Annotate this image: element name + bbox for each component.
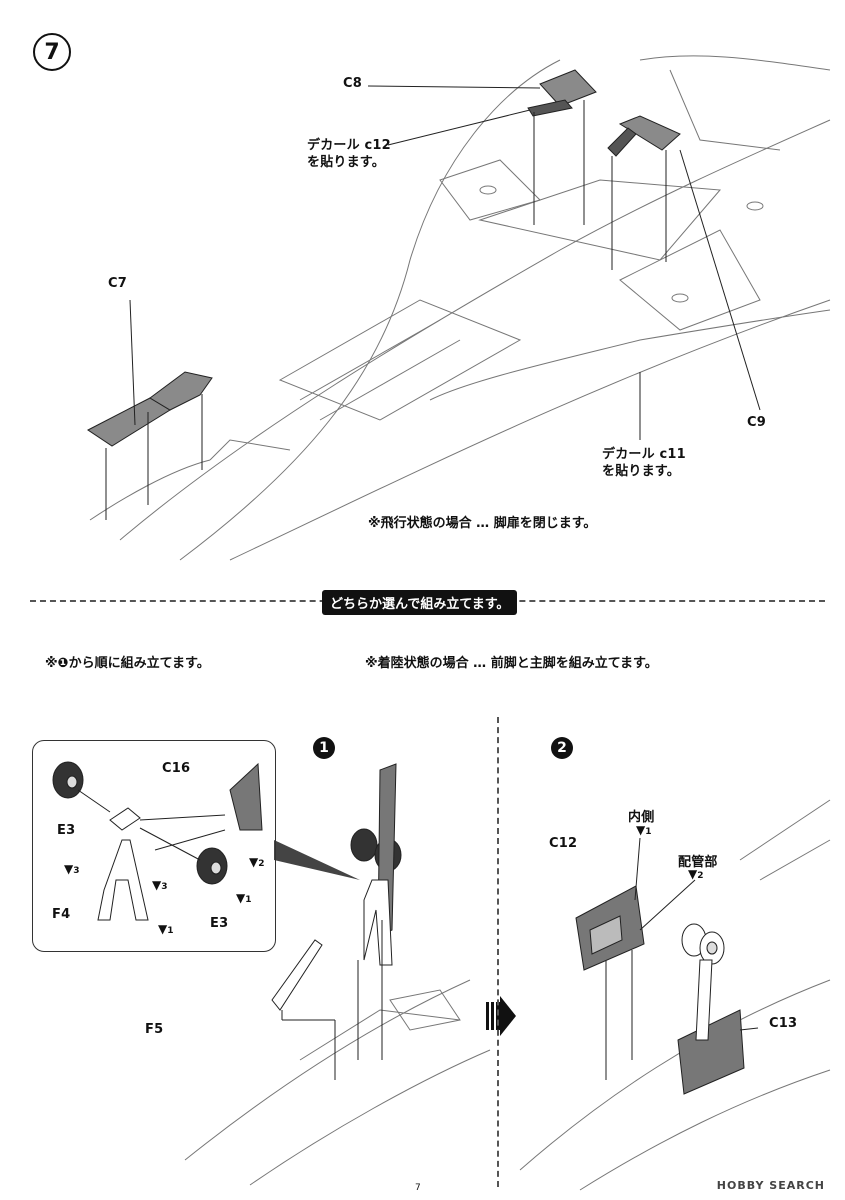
decal-c11-line1: デカール c11 <box>602 447 686 462</box>
part-label-c8: C8 <box>343 76 362 91</box>
c8-door <box>539 69 597 107</box>
part-label-c13: C13 <box>769 1016 798 1031</box>
next-step-arrow <box>486 996 516 1036</box>
part-label-e3-left: E3 <box>57 823 76 838</box>
substep-divider <box>497 717 499 1187</box>
fuselage-edge-top <box>119 119 831 541</box>
label-piping: 配管部 <box>678 855 718 870</box>
decal-c12-line1: デカール c12 <box>307 138 391 153</box>
part-label-c12: C12 <box>549 836 578 851</box>
part-label-c9: C9 <box>747 415 766 430</box>
part-label-f5: F5 <box>145 1022 164 1037</box>
callout-wedge <box>274 840 360 880</box>
marker-triangle-3b: ▼3 <box>152 878 168 892</box>
fuselage-edge-lower <box>229 299 831 561</box>
assembly-order-note: ※❶から順に組み立てます。 <box>45 656 210 671</box>
marker-triangle-2: ▼2 <box>249 855 265 869</box>
c7-door-front <box>87 397 171 447</box>
c9-door <box>618 115 681 151</box>
c13-door <box>677 1009 745 1095</box>
landing-state-note: ※着陸状態の場合 … 前脚と主脚を組み立てます。 <box>365 656 658 671</box>
decal-c11-line2: を貼ります。 <box>602 464 680 479</box>
marker-triangle-inner: ▼1 <box>636 823 652 837</box>
substep-2-badge: 2 <box>551 737 573 759</box>
label-inner-side: 内側 <box>628 810 655 825</box>
marker-triangle-piping: ▼2 <box>688 867 704 881</box>
fuselage-edge-upper <box>179 59 561 561</box>
flight-state-note: ※飛行状態の場合 … 脚扉を閉じます。 <box>368 516 597 531</box>
marker-triangle-3a: ▼3 <box>64 862 80 876</box>
watermark: HOBBY SEARCH <box>716 1179 825 1192</box>
step-number-badge: 7 <box>33 33 71 71</box>
part-label-e3-right: E3 <box>210 916 229 931</box>
c7-door-rear <box>149 371 213 411</box>
panel-lines <box>278 299 522 421</box>
part-label-c7: C7 <box>108 276 127 291</box>
page-number: 7 <box>415 1183 421 1193</box>
choose-one-banner: どちらか選んで組み立てます。 <box>322 590 518 615</box>
decal-c12-line2: を貼ります。 <box>307 155 385 170</box>
marker-triangle-1a: ▼1 <box>236 891 252 905</box>
step-number: 7 <box>44 39 60 65</box>
substep-1-badge: 1 <box>313 737 335 759</box>
detail-inset <box>32 740 276 952</box>
part-label-c16: C16 <box>162 761 191 776</box>
part-label-f4: F4 <box>52 907 71 922</box>
marker-triangle-1b: ▼1 <box>158 922 174 936</box>
